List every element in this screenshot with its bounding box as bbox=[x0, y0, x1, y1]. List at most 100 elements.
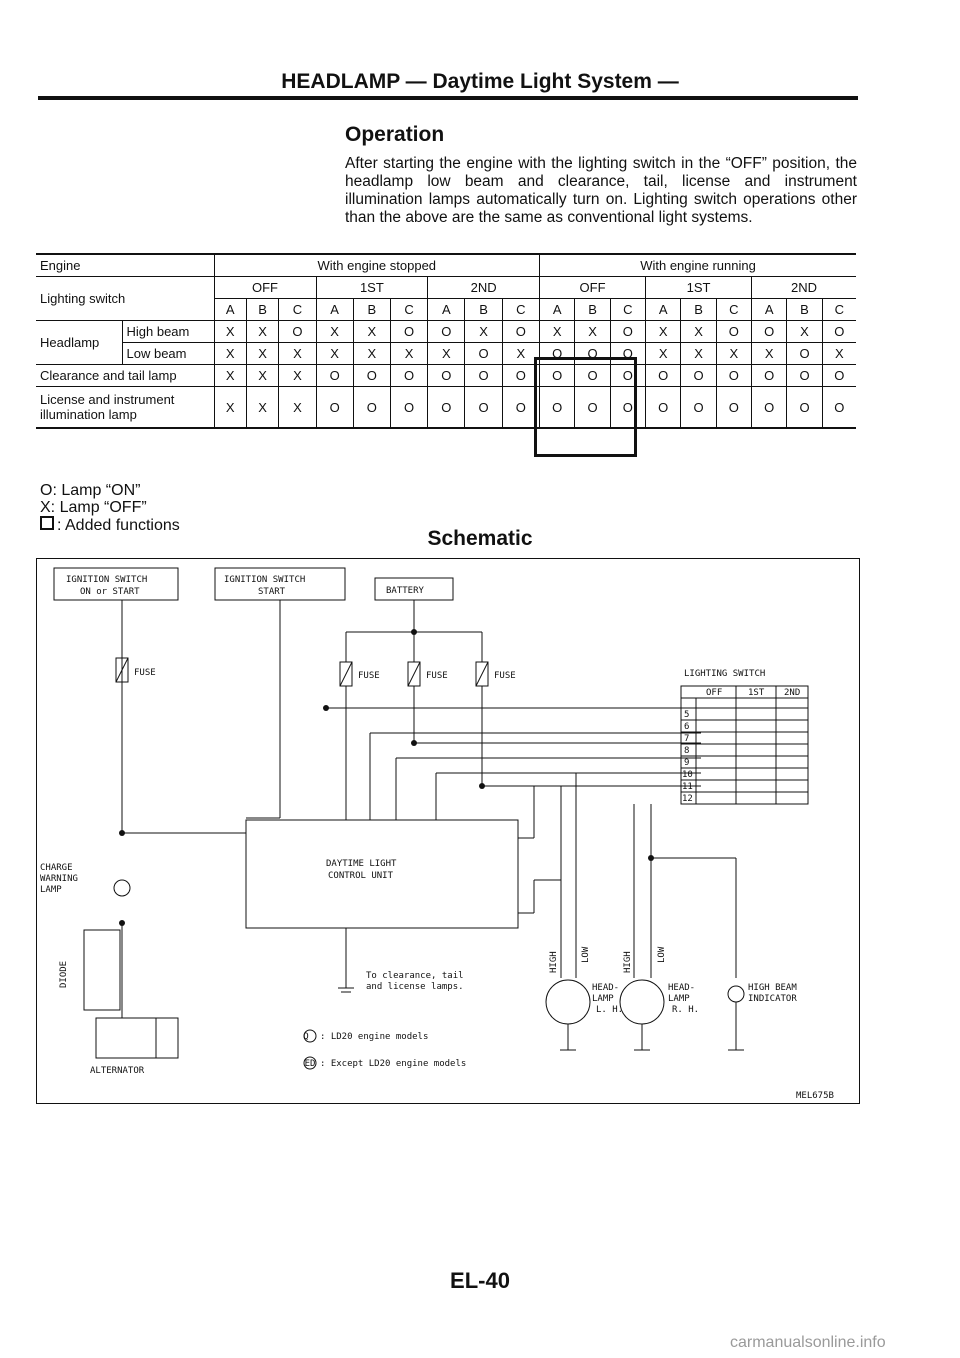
value-cell: O bbox=[464, 386, 503, 429]
stopped-header: With engine stopped bbox=[213, 253, 540, 277]
sub-cell: A bbox=[539, 298, 575, 321]
ign-on-text: IGNITION SWITCH bbox=[66, 575, 147, 585]
value-cell: O bbox=[427, 364, 465, 387]
high-text: HIGH bbox=[623, 951, 633, 973]
fuse-text: FUSE bbox=[494, 671, 516, 681]
sub-cell: C bbox=[501, 298, 540, 321]
pos-cell: OFF bbox=[539, 276, 646, 299]
legend: O: Lamp “ON” X: Lamp “OFF” : Added funct… bbox=[40, 482, 180, 534]
value-cell: X bbox=[245, 320, 279, 343]
value-cell: O bbox=[751, 386, 787, 429]
high-beam-indicator-text: HIGH BEAM bbox=[748, 983, 797, 993]
value-cell: O bbox=[715, 364, 752, 387]
headlamp-lh-text2: LAMP bbox=[592, 994, 614, 1004]
sub-cell: C bbox=[715, 298, 752, 321]
value-cell: X bbox=[501, 342, 540, 365]
high-beam-indicator-text2: INDICATOR bbox=[748, 994, 797, 1004]
sub-cell: B bbox=[352, 298, 391, 321]
row-label: License and instrument illumination lamp bbox=[36, 386, 214, 429]
schematic-title: Schematic bbox=[427, 527, 533, 550]
diode-text: DIODE bbox=[59, 961, 69, 988]
pos-cell: 2ND bbox=[427, 276, 540, 299]
value-cell: X bbox=[315, 320, 354, 343]
value-cell: X bbox=[821, 342, 856, 365]
value-cell: X bbox=[213, 364, 247, 387]
running-header: With engine running bbox=[539, 253, 856, 277]
value-cell: X bbox=[464, 320, 503, 343]
engine-row: Engine With engine stopped With engine r… bbox=[36, 253, 856, 277]
value-cell: O bbox=[315, 386, 354, 429]
value-cell: O bbox=[609, 320, 646, 343]
value-cell: X bbox=[278, 386, 317, 429]
note2-text: : Except LD20 engine models bbox=[320, 1059, 466, 1069]
value-cell: O bbox=[501, 386, 540, 429]
value-cell: X bbox=[786, 320, 823, 343]
legend-on: O: Lamp “ON” bbox=[40, 482, 141, 499]
value-cell: O bbox=[278, 320, 317, 343]
ls-2nd-text: 2ND bbox=[784, 688, 800, 698]
value-cell: O bbox=[680, 364, 717, 387]
ls-row: 7 bbox=[684, 734, 689, 744]
header-rule bbox=[38, 96, 858, 100]
high-beam-row: Headlamp High beam X X O X X O O X O X X… bbox=[36, 320, 856, 365]
to-lamps-text2: and license lamps. bbox=[366, 982, 464, 992]
ls-off-text: OFF bbox=[706, 688, 722, 698]
value-cell: X bbox=[645, 342, 681, 365]
value-cell: X bbox=[427, 342, 465, 365]
value-cell: O bbox=[315, 364, 354, 387]
pos-cell: 1ST bbox=[645, 276, 752, 299]
value-cell: O bbox=[821, 386, 856, 429]
value-cell: O bbox=[786, 364, 823, 387]
value-cell: O bbox=[821, 320, 856, 343]
fuse-text: FUSE bbox=[134, 668, 156, 678]
sub-cell: C bbox=[609, 298, 646, 321]
page-number: EL-40 bbox=[450, 1268, 510, 1293]
added-functions-box bbox=[534, 357, 637, 457]
value-cell: O bbox=[751, 364, 787, 387]
sub-cell: B bbox=[574, 298, 611, 321]
engine-label: Engine bbox=[36, 253, 214, 277]
sub-cell: C bbox=[821, 298, 856, 321]
to-lamps-text: To clearance, tail bbox=[366, 971, 464, 981]
fuse-text: FUSE bbox=[358, 671, 380, 681]
sub-cell: C bbox=[278, 298, 317, 321]
charge-text: CHARGE bbox=[40, 863, 73, 873]
pos-cell: 2ND bbox=[751, 276, 856, 299]
ign-start-text: IGNITION SWITCH bbox=[224, 575, 305, 585]
sub-cell: C bbox=[389, 298, 428, 321]
sub-row: A B C A B C A B C A B C A B C A B C bbox=[36, 298, 856, 321]
value-cell: O bbox=[645, 386, 681, 429]
value-cell: O bbox=[389, 320, 428, 343]
license-row: License and instrument illumination lamp… bbox=[36, 386, 856, 429]
clearance-row: Clearance and tail lamp X X X O O O O O … bbox=[36, 364, 856, 387]
value-cell: X bbox=[389, 342, 428, 365]
operation-title: Operation bbox=[345, 123, 445, 146]
value-cell: O bbox=[352, 386, 391, 429]
sub-cell: A bbox=[427, 298, 465, 321]
sub-cell: A bbox=[751, 298, 787, 321]
value-cell: X bbox=[680, 342, 717, 365]
value-cell: X bbox=[278, 364, 317, 387]
row-label: Low beam bbox=[121, 342, 214, 365]
value-cell: X bbox=[213, 342, 247, 365]
battery-text: BATTERY bbox=[386, 586, 425, 596]
headlamp-rh-text3: R. H. bbox=[672, 1005, 699, 1015]
value-cell: O bbox=[645, 364, 681, 387]
value-cell: X bbox=[645, 320, 681, 343]
value-cell: X bbox=[245, 342, 279, 365]
value-cell: X bbox=[213, 386, 247, 429]
value-cell: O bbox=[427, 320, 465, 343]
legend-added: : Added functions bbox=[40, 516, 180, 534]
sub-cell: A bbox=[315, 298, 354, 321]
fuse-text: FUSE bbox=[426, 671, 448, 681]
headlamp-rh-text: HEAD- bbox=[668, 983, 695, 993]
value-cell: O bbox=[501, 364, 540, 387]
value-cell: O bbox=[464, 364, 503, 387]
ls-row: 11 bbox=[682, 782, 693, 792]
value-cell: O bbox=[751, 320, 787, 343]
legend-off: X: Lamp “OFF” bbox=[40, 499, 147, 516]
headlamp-lh-text3: L. H. bbox=[596, 1005, 623, 1015]
sub-cell: B bbox=[245, 298, 279, 321]
legend-added-text: : Added functions bbox=[57, 517, 180, 534]
sub-cell: A bbox=[213, 298, 247, 321]
